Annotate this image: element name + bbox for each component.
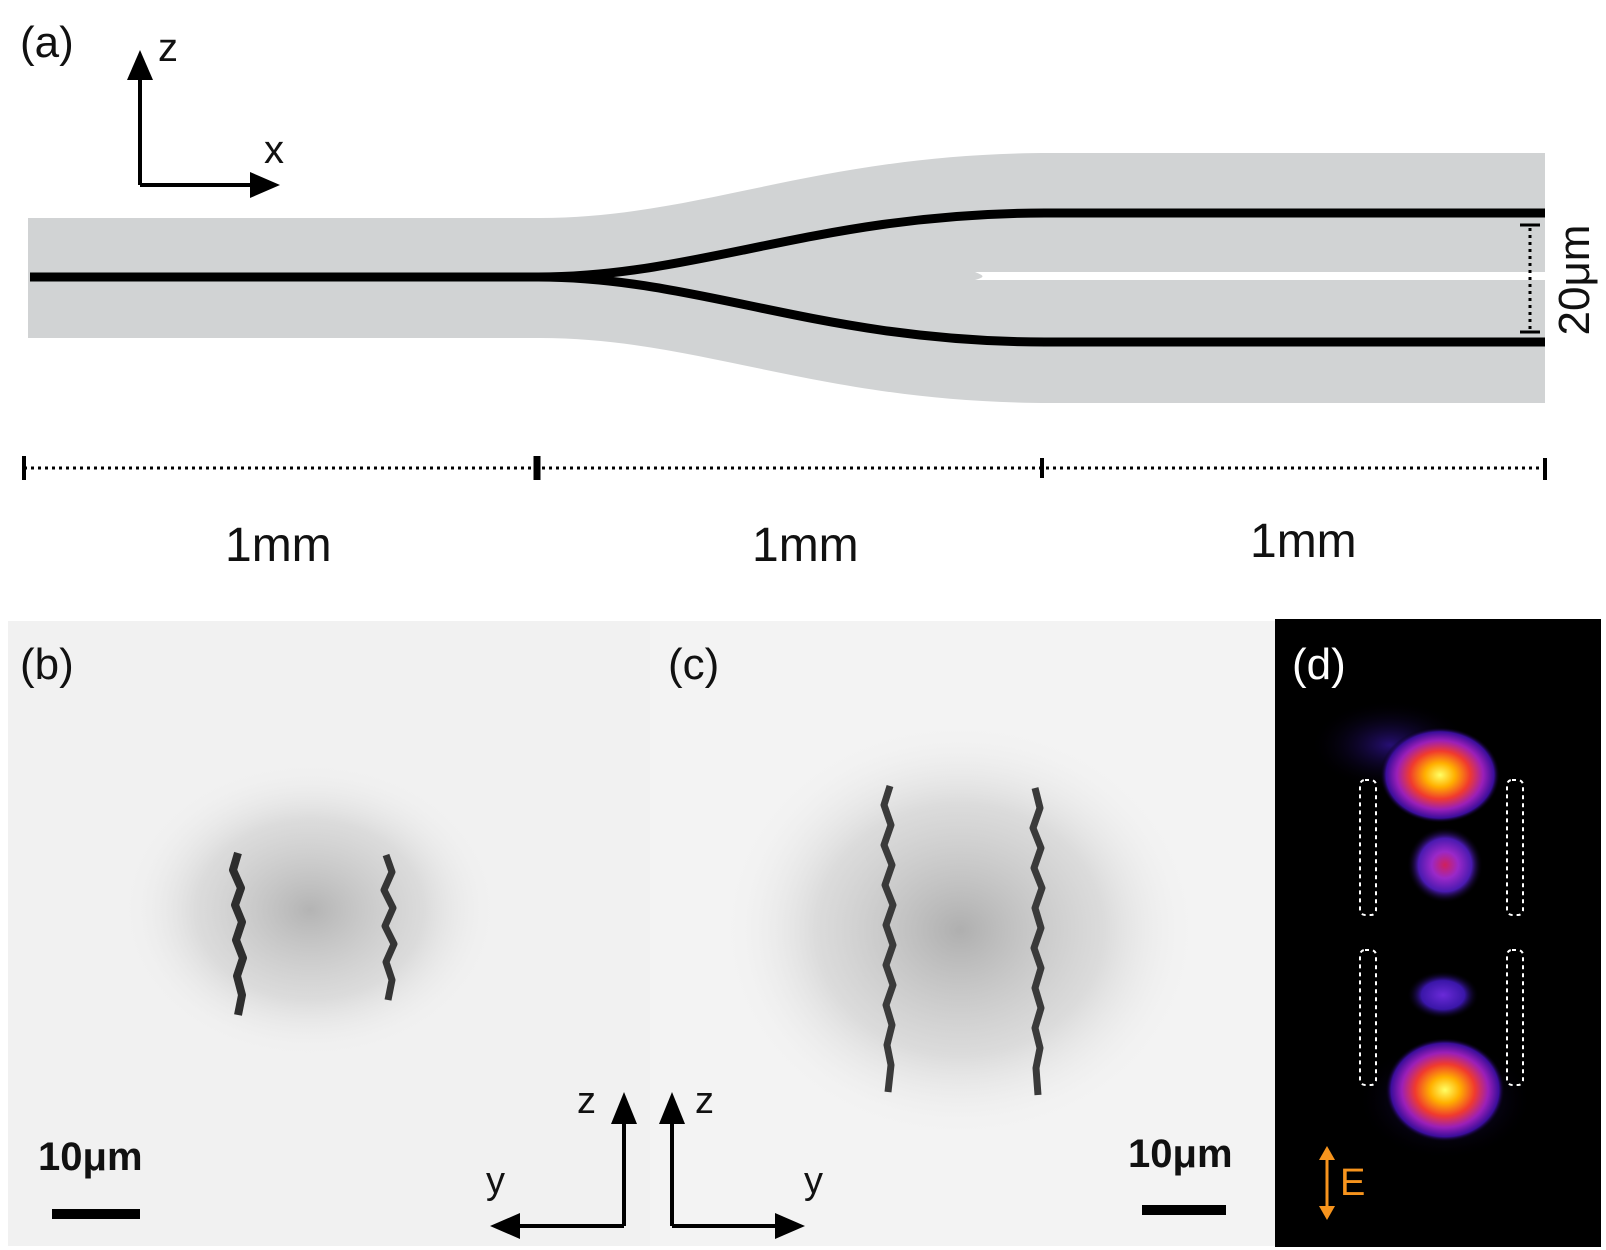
axis-a-z-label: z [158, 26, 178, 70]
lower-branch-waveguide [537, 272, 1545, 347]
axis-b-y-label: y [486, 1160, 505, 1202]
track-c-left [880, 784, 897, 1093]
panel-d-image [1275, 619, 1601, 1247]
panel-a-diagram [22, 50, 1547, 480]
panel-b-label: (b) [20, 640, 74, 689]
track-b-left [229, 851, 247, 1016]
separation-marker [1520, 223, 1540, 334]
waveguide-outlines [1359, 779, 1524, 1086]
axis-c-y-label: y [804, 1160, 823, 1202]
scalebar-b-label: 10μm [38, 1135, 143, 1179]
axes-b [490, 1092, 637, 1239]
segment-1-label: 1mm [225, 519, 332, 572]
panel-a-label: (a) [20, 18, 74, 67]
axis-c-z-label: z [695, 1080, 714, 1122]
upper-branch-waveguide [537, 208, 1545, 282]
segment-2-label: 1mm [752, 519, 859, 572]
track-c-right [1029, 787, 1046, 1096]
track-b-right [380, 853, 398, 1001]
scalebar-c [1142, 1205, 1226, 1215]
axes-c [659, 1092, 805, 1239]
polarization-arrow [1319, 1146, 1335, 1220]
axis-a-x-label: x [264, 128, 284, 172]
scalebar-c-label: 10μm [1128, 1132, 1233, 1176]
axes-a [127, 50, 280, 198]
segment-3-label: 1mm [1250, 515, 1357, 568]
axis-b-z-label: z [577, 1080, 596, 1122]
length-scale [22, 456, 1547, 480]
scalebar-b [52, 1209, 140, 1219]
panel-c-label: (c) [668, 640, 720, 689]
panel-d-label: (d) [1292, 640, 1346, 689]
separation-label: 20μm [1550, 224, 1599, 336]
polarization-label: E [1340, 1162, 1366, 1204]
